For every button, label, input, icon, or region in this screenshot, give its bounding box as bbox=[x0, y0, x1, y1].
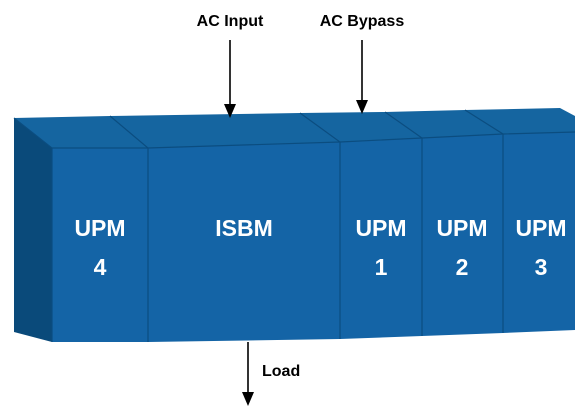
module-label-upm4-line1: UPM bbox=[74, 215, 125, 241]
ac-bypass-arrow-head bbox=[356, 100, 368, 114]
front-face-isbm bbox=[148, 142, 340, 342]
ac-bypass-label: AC Bypass bbox=[320, 13, 405, 30]
load-label: Load bbox=[262, 363, 300, 380]
module-label-upm2-line2: 2 bbox=[456, 254, 469, 280]
top-face-upm3 bbox=[465, 108, 575, 134]
module-label-upm2-line1: UPM bbox=[436, 215, 487, 241]
top-face-isbm bbox=[110, 113, 340, 148]
front-face-upm1 bbox=[340, 138, 422, 339]
ac-input-label: AC Input bbox=[197, 13, 264, 30]
front-face-upm2 bbox=[422, 134, 503, 336]
module-label-upm4-line2: 4 bbox=[94, 254, 107, 280]
front-face-upm4 bbox=[52, 148, 148, 342]
cabinet-left-side bbox=[14, 118, 52, 342]
module-label-upm1-line2: 1 bbox=[375, 254, 388, 280]
load-arrow-head bbox=[242, 392, 254, 406]
front-face-upm3 bbox=[503, 132, 575, 333]
top-face-upm4 bbox=[14, 116, 148, 148]
seam-top-front-edge bbox=[52, 131, 575, 149]
module-label-upm3-line2: 3 bbox=[535, 254, 548, 280]
module-label-upm3-line1: UPM bbox=[515, 215, 566, 241]
top-face-upm2 bbox=[385, 110, 503, 138]
module-label-isbm: ISBM bbox=[215, 215, 273, 241]
module-label-upm1-line1: UPM bbox=[355, 215, 406, 241]
ac-input-arrow-head bbox=[224, 104, 236, 118]
